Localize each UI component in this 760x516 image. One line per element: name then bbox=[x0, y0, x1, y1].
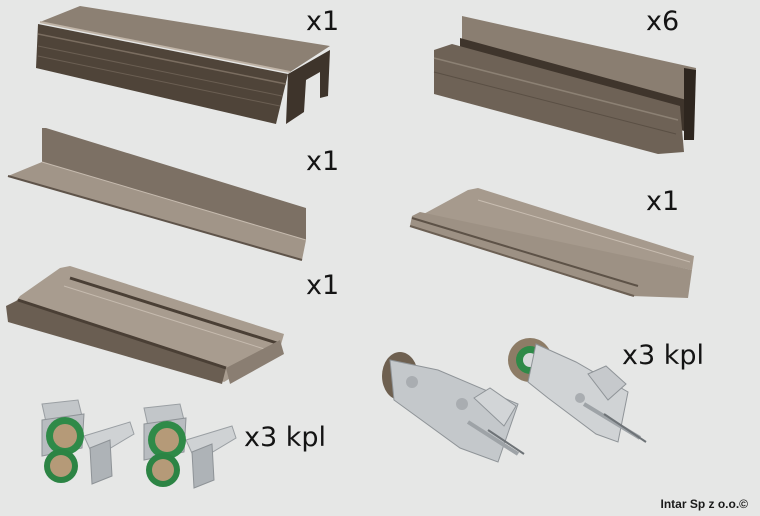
carriage-roller-1 bbox=[382, 352, 525, 463]
quantity-label: x1 bbox=[646, 186, 680, 217]
angle-profile-illustration bbox=[7, 128, 307, 261]
bottom-track-profile bbox=[4, 264, 288, 388]
carriage-roller-2 bbox=[508, 338, 647, 443]
top-guide-roller-set bbox=[34, 396, 244, 502]
guide-roller-1 bbox=[41, 399, 135, 485]
flat-profile bbox=[408, 186, 698, 300]
flat-profile-illustration bbox=[409, 188, 694, 298]
quantity-label: x3 kpl bbox=[622, 340, 705, 371]
carriage-roller-illustration bbox=[382, 338, 647, 463]
door-frame-profile bbox=[432, 12, 702, 157]
quantity-label: x6 bbox=[646, 6, 680, 37]
guide-roller-2 bbox=[143, 403, 237, 489]
top-track-profile bbox=[30, 0, 340, 130]
door-frame-profile-illustration bbox=[433, 16, 696, 154]
guide-roller-illustration bbox=[41, 399, 237, 489]
quantity-label: x1 bbox=[306, 6, 340, 37]
quantity-label: x1 bbox=[306, 146, 340, 177]
bottom-track-profile-illustration bbox=[6, 266, 284, 384]
quantity-label: x1 bbox=[306, 270, 340, 301]
bottom-carriage-roller-set bbox=[378, 330, 650, 470]
top-track-profile-illustration bbox=[36, 6, 330, 124]
angle-profile bbox=[6, 126, 307, 266]
quantity-label: x3 kpl bbox=[244, 422, 327, 453]
copyright-credit: Intar Sp z o.o.© bbox=[660, 497, 748, 511]
